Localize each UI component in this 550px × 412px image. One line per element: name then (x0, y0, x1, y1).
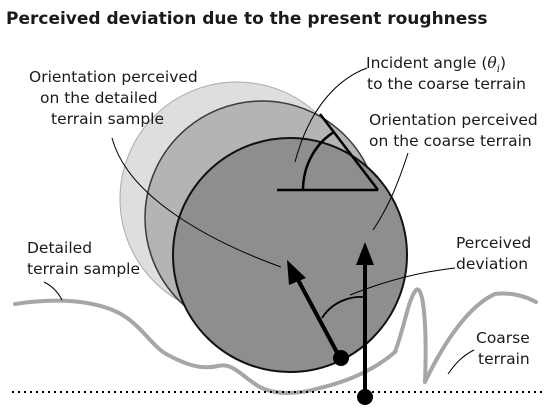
leader-detailed-orientation (111, 137, 282, 268)
detailed-terrain-profile (13, 287, 538, 395)
diagram-title: Perceived deviation due to the present r… (6, 9, 488, 29)
label-detailed-sample: Detailed terrain sample (27, 239, 140, 278)
label-perceived-deviation: Perceived deviation (456, 234, 536, 273)
leader-coarse-terrain (447, 349, 475, 375)
detailed-terrain-circle-front (172, 137, 408, 373)
detailed-orientation-arrow (294, 275, 342, 359)
label-incident-angle-line2: to the coarse terrain (367, 75, 526, 93)
incident-angle-slope-line (319, 113, 379, 191)
detailed-orientation-arrowhead (287, 260, 306, 285)
leader-incident-angle (294, 67, 368, 163)
label-coarse-orientation: Orientation perceived on the coarse terr… (369, 111, 543, 150)
coarse-orientation-arrowhead (356, 242, 374, 265)
leader-coarse-orientation (372, 152, 409, 231)
detailed-sample-point (333, 350, 349, 366)
label-incident-angle: Incident angle (θi) (366, 54, 506, 75)
leader-perceived-deviation (349, 267, 456, 296)
label-detailed-orientation: Orientation perceived on the detailed te… (29, 68, 203, 128)
coarse-sample-point (357, 389, 373, 405)
leader-detailed-sample (43, 281, 63, 301)
incident-angle-arc (301, 130, 335, 191)
label-coarse-terrain: Coarse terrain (476, 329, 535, 368)
perceived-deviation-arc (321, 296, 365, 319)
